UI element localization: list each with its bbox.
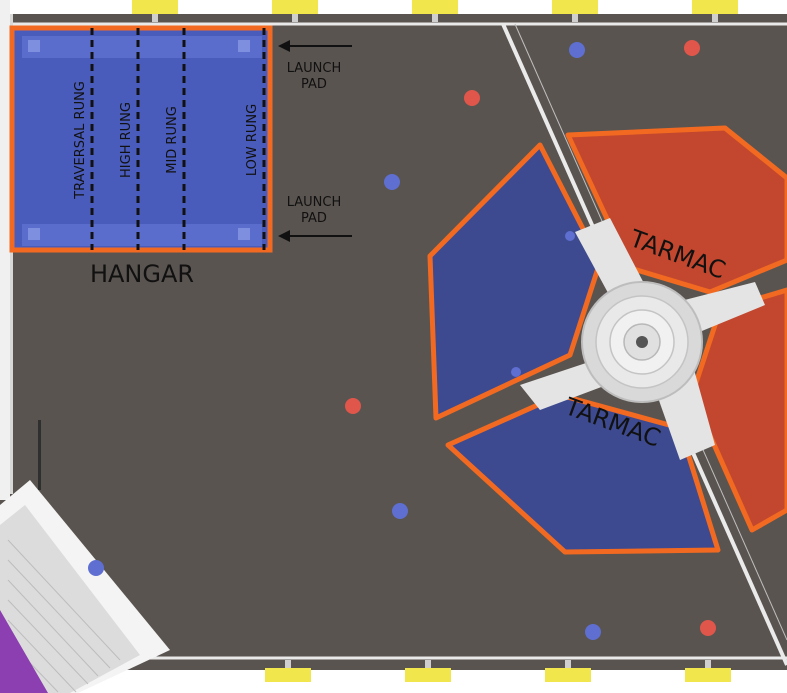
hangar-bolt <box>28 228 40 240</box>
driver-station-post <box>285 660 291 668</box>
driver-station-post <box>705 660 711 668</box>
red-cargo-ball <box>700 620 716 636</box>
driver-station-post <box>152 14 158 22</box>
driver-station-marker <box>685 668 731 682</box>
driver-station-marker <box>272 0 318 14</box>
hub <box>520 218 765 460</box>
bottom-stations <box>265 660 731 682</box>
hangar-bolt <box>238 40 250 52</box>
blue-cargo-ball <box>392 503 408 519</box>
driver-station-marker <box>265 668 311 682</box>
purple-corner <box>0 610 48 693</box>
blue-cargo-ball <box>384 174 400 190</box>
arrow-left-icon <box>278 230 290 242</box>
left-wall-marker <box>38 420 41 490</box>
driver-station-post <box>572 14 578 22</box>
left-wall <box>0 0 10 500</box>
blue-cargo-ball <box>585 624 601 640</box>
driver-station-marker <box>692 0 738 14</box>
arrow-left-icon <box>278 40 290 52</box>
low-rung-label: LOW RUNG <box>245 104 260 176</box>
red-cargo-ball <box>684 40 700 56</box>
blue-cargo-ball <box>569 42 585 58</box>
mid-rung-label: MID RUNG <box>165 106 180 174</box>
driver-station-post <box>565 660 571 668</box>
driver-station-post <box>292 14 298 22</box>
driver-station-post <box>432 14 438 22</box>
hangar-outline <box>9 25 273 253</box>
driver-station-marker <box>405 668 451 682</box>
driver-station-marker <box>552 0 598 14</box>
hangar-bolt <box>28 40 40 52</box>
corner-ramp <box>0 480 170 693</box>
top-border <box>0 0 787 14</box>
red-cargo-ball <box>345 398 361 414</box>
blue-cargo-ball <box>511 367 521 377</box>
driver-station-marker <box>412 0 458 14</box>
driver-station-marker <box>545 668 591 682</box>
top-stations <box>132 0 738 22</box>
left-wall-edge <box>10 14 13 494</box>
red-cargo-ball <box>464 90 480 106</box>
driver-station-post <box>425 660 431 668</box>
driver-station-marker <box>132 0 178 14</box>
traversal-rung-label: TRAVERSAL RUNG <box>73 81 88 200</box>
blue-tarmac-upper <box>427 142 603 421</box>
hangar-top-beam <box>22 36 262 58</box>
hangar-title: HANGAR <box>90 260 194 288</box>
hub-center <box>636 336 648 348</box>
hangar-bolt <box>238 228 250 240</box>
blue-cargo-ball <box>565 231 575 241</box>
cargo <box>88 40 716 640</box>
blue-cargo-ball <box>88 560 104 576</box>
driver-station-post <box>712 14 718 22</box>
hangar: TRAVERSAL RUNG HIGH RUNG MID RUNG LOW RU… <box>9 25 273 253</box>
high-rung-label: HIGH RUNG <box>119 102 134 178</box>
hangar-bottom-beam <box>22 224 262 246</box>
